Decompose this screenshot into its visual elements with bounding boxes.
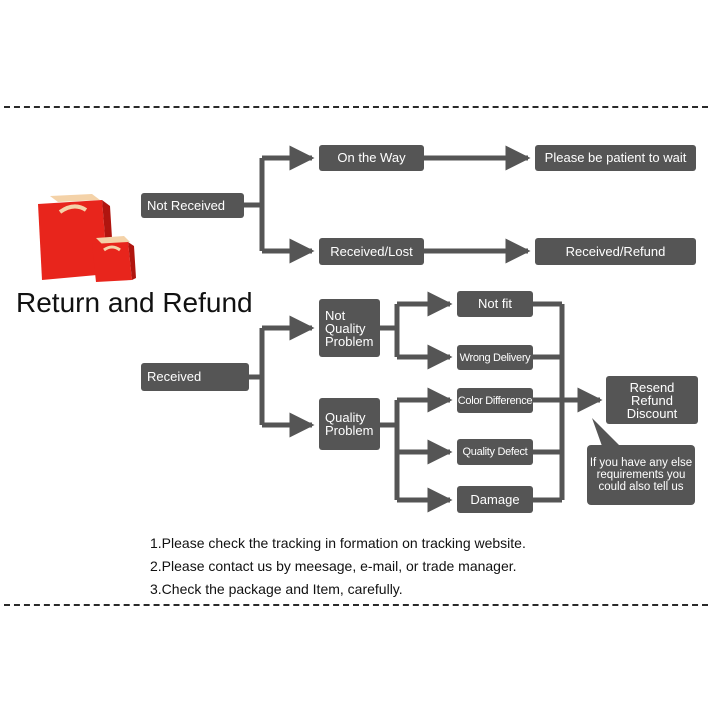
instruction-item-2: 2.Please contact us by meesage, e-mail, … (150, 558, 517, 574)
node-on-the-way: On the Way (319, 145, 424, 171)
node-resolution: Resend Refund Discount (606, 376, 698, 424)
node-quality-problem-line1: Quality (325, 410, 366, 425)
node-quality-problem-line2: Problem (325, 423, 374, 438)
node-not-received: Not Received (141, 193, 244, 218)
bottom-dashed-divider (4, 604, 708, 606)
node-not-quality-problem-line1: Not (325, 307, 346, 323)
node-received-lost: Received/Lost (319, 238, 424, 265)
node-please-wait: Please be patient to wait (535, 145, 696, 171)
connector-received-trunk (249, 328, 265, 425)
speech-bubble-line1: If you have any else (589, 457, 693, 469)
speech-bubble: If you have any else requirements you co… (587, 445, 695, 505)
node-resolution-discount: Discount (626, 405, 678, 421)
instructions-list: 1.Please check the tracking in formation… (150, 533, 526, 602)
top-dashed-divider (4, 106, 708, 108)
instruction-item-3: 3.Check the package and Item, carefully. (150, 581, 403, 597)
connector-merge (533, 301, 565, 503)
instruction-item-1: 1.Please check the tracking in formation… (150, 535, 526, 551)
connector-not-quality-trunk (380, 304, 400, 357)
node-wrong-delivery: Wrong Delivery (457, 345, 533, 370)
node-not-fit: Not fit (457, 291, 533, 317)
connector-not-received-trunk (244, 158, 265, 251)
node-received: Received (141, 363, 249, 391)
node-quality-problem: Quality Problem (319, 398, 380, 450)
node-damage: Damage (457, 486, 533, 513)
node-not-quality-problem-line2: Quality (325, 320, 366, 336)
page-title: Return and Refund (16, 287, 253, 318)
speech-bubble-line2: requirements you (596, 469, 686, 481)
node-color-difference: Color Difference (457, 388, 533, 413)
speech-bubble-line3: could also tell us (598, 481, 684, 493)
node-not-quality-problem: Not Quality Problem (319, 299, 380, 357)
node-not-quality-problem-line3: Problem (325, 333, 374, 349)
node-resolution-resend: Resend (629, 379, 675, 395)
node-resolution-refund: Refund (631, 392, 673, 408)
connector-quality-trunk (380, 400, 400, 500)
node-quality-defect: Quality Defect (457, 439, 533, 465)
shopping-bags-icon (38, 194, 136, 282)
node-received-refund: Received/Refund (535, 238, 696, 265)
